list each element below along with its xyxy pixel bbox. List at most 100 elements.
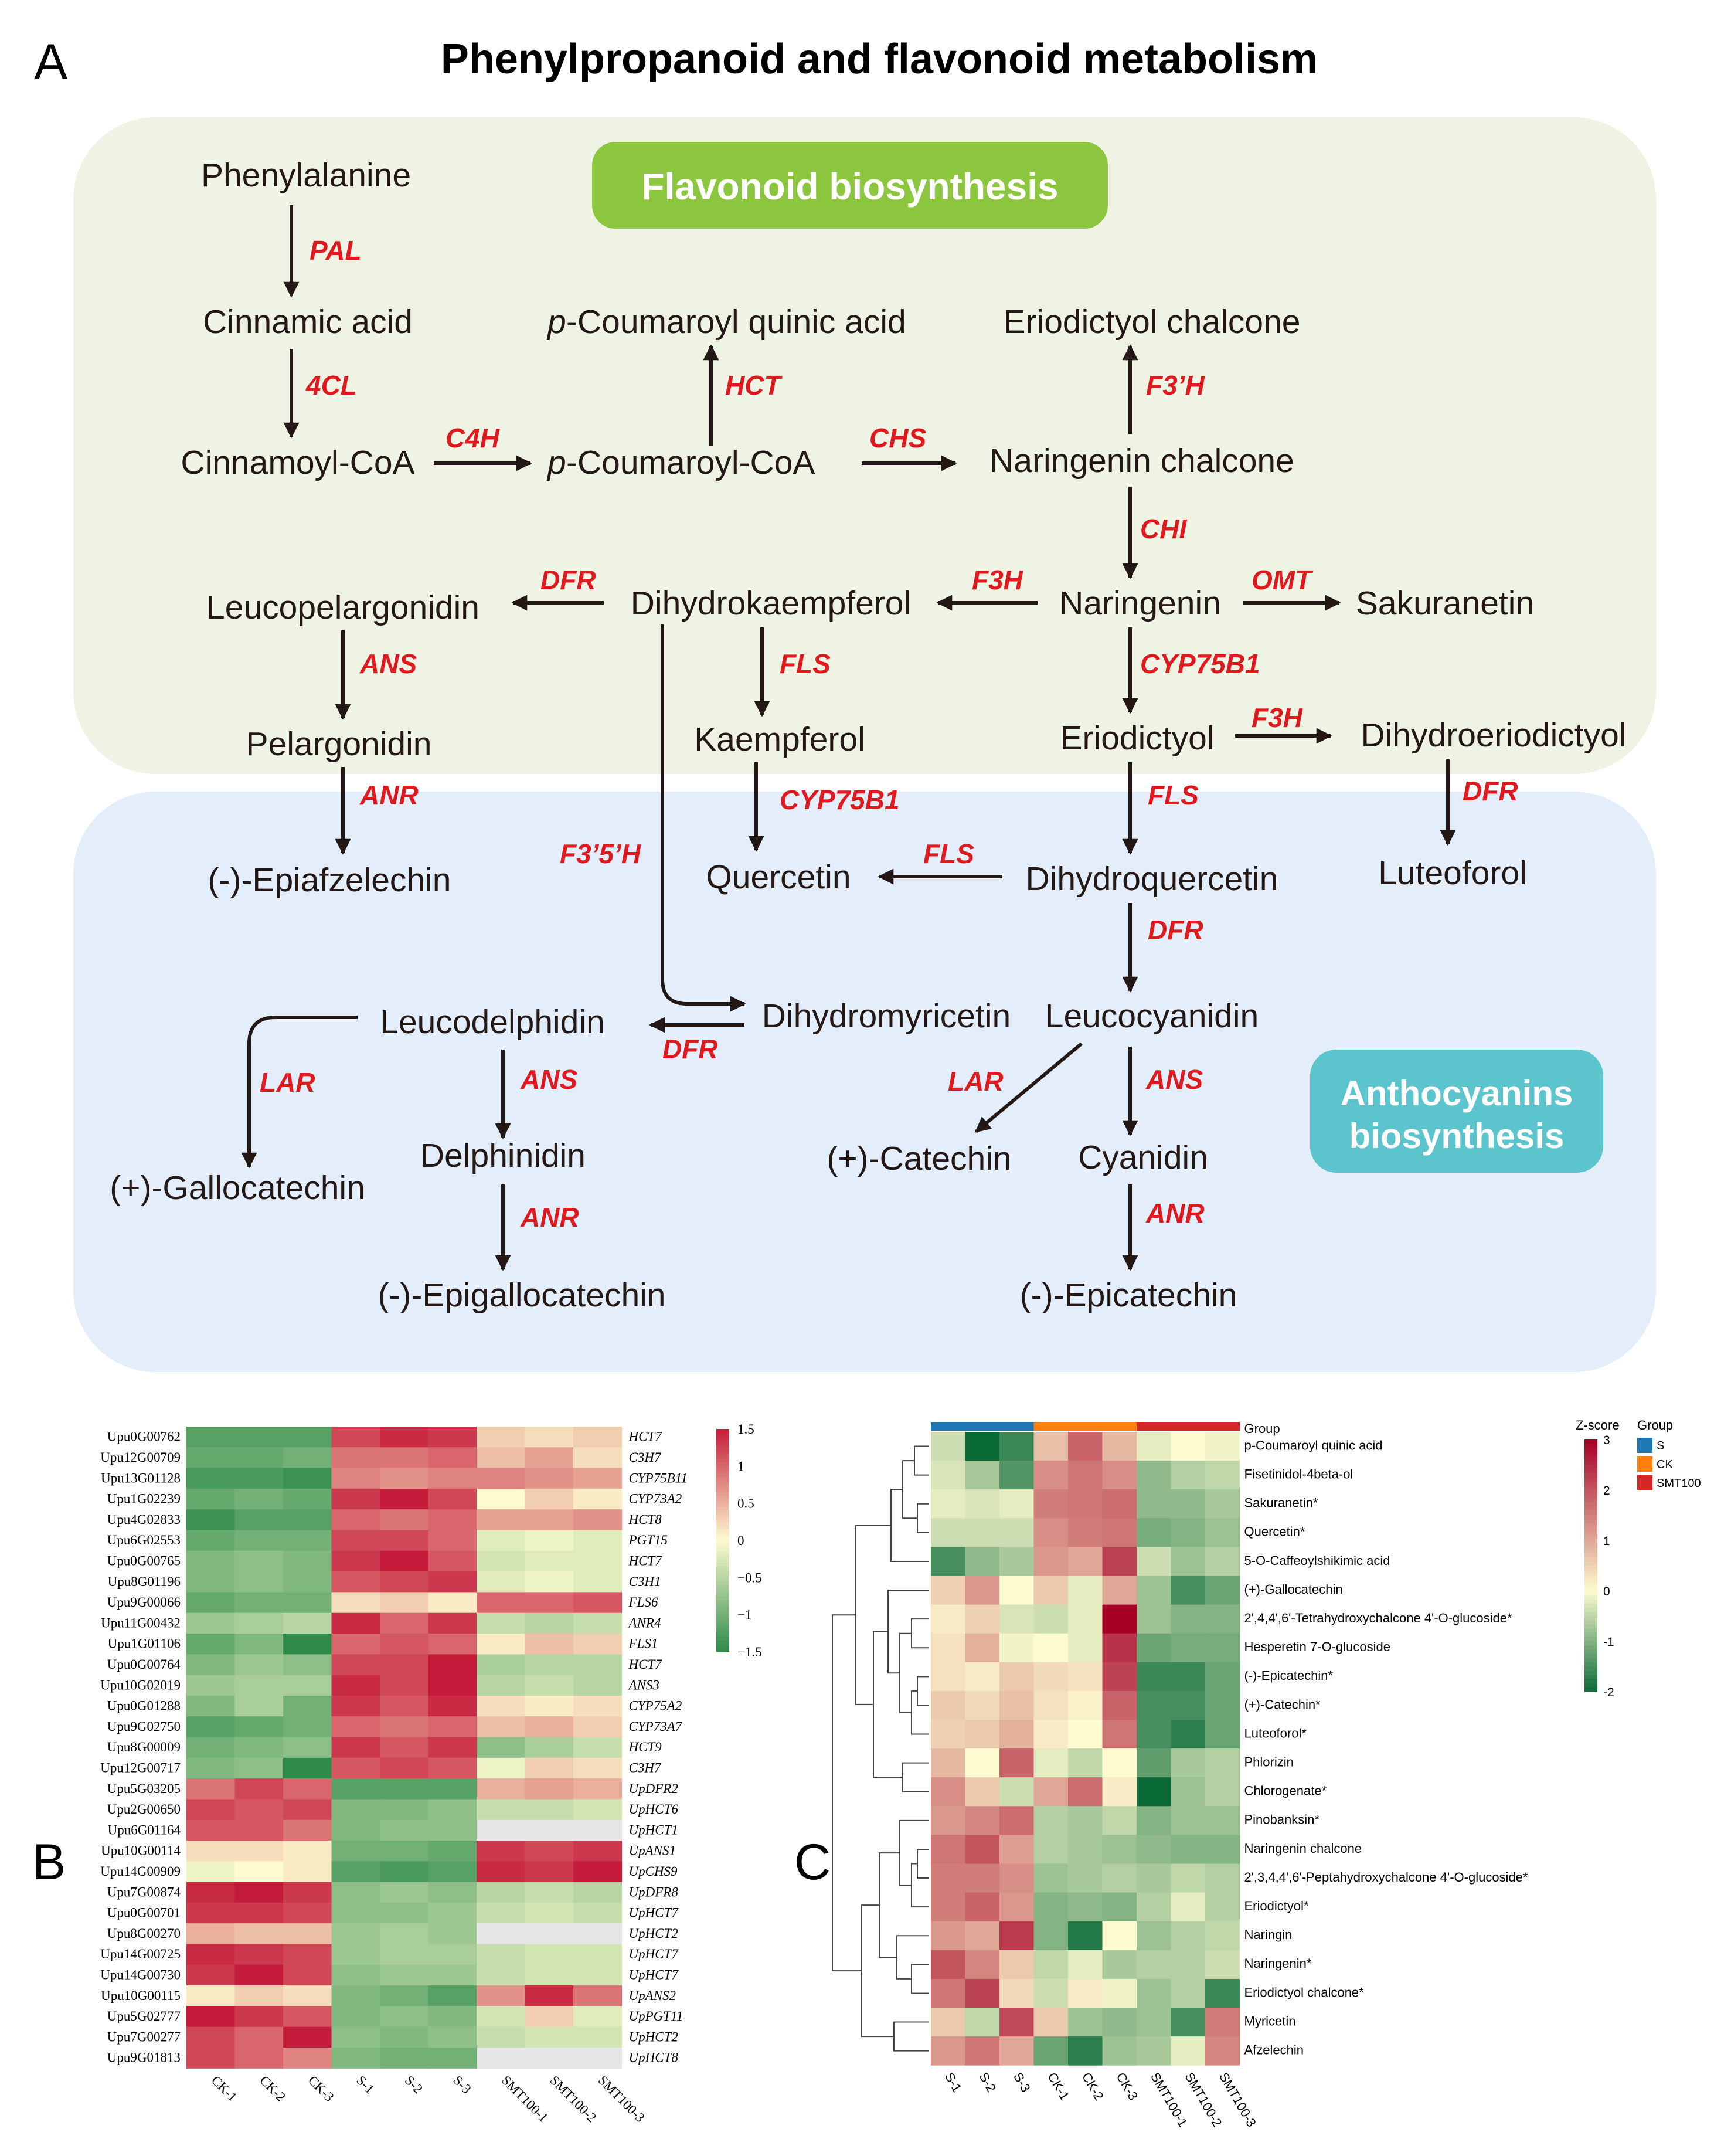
heatmap-b-cell — [283, 1882, 332, 1903]
heatmap-b-cell — [186, 1964, 235, 1986]
heatmap-c-cell — [999, 1835, 1034, 1864]
heatmap-b-cell — [525, 1778, 574, 1800]
heatmap-b-cell — [573, 1695, 622, 1717]
colorbar-b-step — [716, 1481, 729, 1485]
heatmap-c-cell — [965, 1950, 1000, 1980]
heatmap-c-cell — [1171, 1461, 1206, 1490]
heatmap-c-cell — [1033, 1662, 1069, 1692]
heatmap-b-column-label: CK-1 — [209, 2073, 240, 2104]
heatmap-b-cell — [380, 1841, 428, 1862]
colorbar-b-step — [716, 1455, 729, 1459]
colorbar-c-step — [1584, 1675, 1597, 1680]
heatmap-c-cell — [965, 2008, 1000, 2037]
heatmap-c-cell — [999, 2036, 1034, 2066]
heatmap-b-cell — [525, 2006, 574, 2028]
heatmap-b-cell — [234, 1716, 284, 1737]
heatmap-b-gene-label: UpCHS9 — [629, 1864, 678, 1879]
heatmap-c-cell — [1171, 1633, 1206, 1663]
heatmap-b-cell — [234, 1612, 284, 1634]
heatmap-b-cell — [331, 1841, 380, 1862]
heatmap-b-cell — [234, 2026, 284, 2048]
colorbar-b-step — [716, 1607, 729, 1611]
heatmap-b-cell — [186, 1923, 235, 1944]
colorbar-c-tick: 2 — [1603, 1484, 1610, 1498]
heatmap-b-cell — [380, 2048, 428, 2069]
dendrogram-link — [899, 1632, 912, 1713]
heatmap-b-cell — [573, 1634, 622, 1655]
heatmap-c-cell — [1033, 1863, 1069, 1893]
heatmap-b-row-label: Upu0G00764 — [107, 1657, 181, 1672]
heatmap-b-cell — [525, 1985, 574, 2006]
compound-gallocatechin: (+)-Gallocatechin — [110, 1169, 365, 1207]
heatmap-b-cell — [525, 1509, 574, 1530]
heatmap-b-cell — [283, 1695, 332, 1717]
heatmap-c-cell — [1102, 1892, 1137, 1922]
heatmap-c-cell — [1033, 1892, 1069, 1922]
heatmap-b-gene-label: C3H1 — [629, 1574, 661, 1589]
heatmap-b-cell — [525, 1799, 574, 1821]
heatmap-c-cell — [1137, 2036, 1171, 2066]
heatmap-c-cell — [965, 1921, 1000, 1951]
heatmap-c-cell — [931, 1461, 965, 1490]
heatmap-c-cell — [1033, 1978, 1069, 2008]
heatmap-c-cell — [931, 1633, 965, 1663]
heatmap-b-row-label: Upu6G02553 — [107, 1533, 181, 1547]
heatmap-c-cell — [1033, 1547, 1069, 1576]
heatmap-b-cell — [283, 1654, 332, 1676]
heatmap-b-cell — [186, 1716, 235, 1737]
heatmap-c-cell — [1033, 1806, 1069, 1835]
colorbar-c-step — [1584, 1662, 1597, 1667]
heatmap-b-cell — [573, 1985, 622, 2006]
heatmap-b-cell — [234, 1447, 284, 1469]
heatmap-b-gene-label: HCT8 — [628, 1512, 662, 1527]
group-bar-cell — [1137, 1422, 1171, 1431]
heatmap-c-cell — [1102, 2036, 1137, 2066]
heatmap-c-row-label: (+)-Gallocatechin — [1244, 1582, 1343, 1597]
colorbar-b-step — [716, 1444, 729, 1448]
compound-naringenin: Naringenin — [1059, 585, 1221, 622]
heatmap-c-row-label: Afzelechin — [1244, 2043, 1304, 2057]
heatmap-b-cell — [573, 1592, 622, 1614]
compound-kaempferol: Kaempferol — [694, 721, 865, 758]
group-legend-label: CK — [1657, 1458, 1673, 1471]
heatmap-c-cell — [931, 1432, 965, 1461]
heatmap-b-cell — [525, 1819, 574, 1841]
heatmap-b-cell — [283, 1550, 332, 1572]
heatmap-c-cell — [1102, 1461, 1137, 1490]
heatmap-c-cell — [1068, 1978, 1103, 2008]
heatmap-c-column-label: CK-3 — [1113, 2070, 1141, 2103]
heatmap-c-cell — [1068, 1604, 1103, 1634]
heatmap-b-cell — [283, 1488, 332, 1510]
heatmap-b-cell — [186, 1944, 235, 1965]
heatmap-b-cell — [234, 1841, 284, 1862]
colorbar-c-step — [1584, 1536, 1597, 1541]
heatmap-b-cell — [428, 1778, 477, 1800]
heatmap-c-row-label: Hesperetin 7-O-glucoside — [1244, 1639, 1390, 1654]
anthocyanin-label-line1: Anthocyanins — [1341, 1074, 1573, 1113]
heatmap-c-cell — [1205, 1662, 1240, 1692]
heatmap-c-cell — [1205, 1921, 1240, 1951]
colorbar-c-step — [1584, 1641, 1597, 1646]
enzyme-lar-1: LAR — [260, 1067, 315, 1098]
panel-b-row-labels: Upu0G00762Upu12G00709Upu13G01128Upu1G022… — [100, 1430, 181, 2065]
heatmap-c-cell — [931, 1748, 965, 1778]
heatmap-c-cell — [1137, 1806, 1171, 1835]
colorbar-c-step — [1584, 1527, 1597, 1533]
heatmap-c-cell — [1137, 1662, 1171, 1692]
heatmap-b-cell — [234, 1654, 284, 1676]
heatmap-b-cell — [525, 1612, 574, 1634]
heatmap-c-cell — [999, 1547, 1034, 1576]
heatmap-c-cell — [931, 2036, 965, 2066]
enzyme-chs: CHS — [869, 423, 926, 453]
anthocyanin-label-line2: biosynthesis — [1349, 1116, 1565, 1156]
heatmap-c-cell — [931, 1777, 965, 1807]
heatmap-b-row-label: Upu12G00717 — [100, 1761, 181, 1775]
heatmap-b-cell — [283, 1819, 332, 1841]
heatmap-c-cell — [999, 1921, 1034, 1951]
heatmap-b-cell — [234, 2048, 284, 2069]
compound-leucopelargonidin: Leucopelargonidin — [206, 589, 479, 626]
heatmap-c-cell — [999, 1662, 1034, 1692]
panel-c: C Group p-Coumaroyl quinic acidFisetinid… — [794, 1418, 1701, 2130]
heatmap-b-column-label: S-3 — [450, 2073, 474, 2096]
